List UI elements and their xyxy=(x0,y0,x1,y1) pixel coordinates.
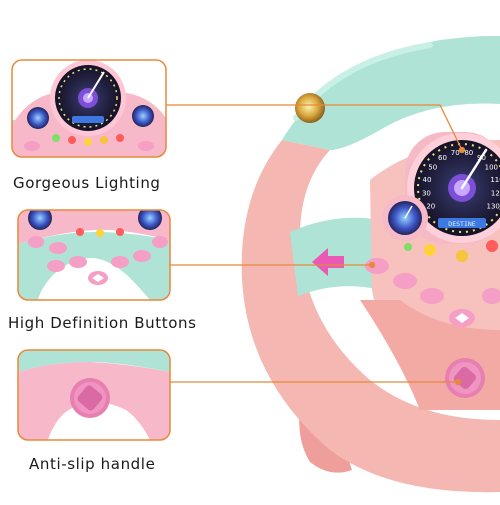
speedometer-readout-text: DESTINE xyxy=(448,220,475,228)
callout-dot-lighting xyxy=(458,146,466,154)
led-amber xyxy=(456,250,468,262)
speedometer-tick-label: 120 xyxy=(491,190,500,198)
arrow-left-icon xyxy=(312,248,344,276)
speedometer-tick-label: 90 xyxy=(477,154,486,162)
speedometer-tick-label: 100 xyxy=(485,164,498,172)
led-yellow xyxy=(424,244,436,256)
speedometer-tick-label: 60 xyxy=(438,154,447,162)
detail-box-lighting xyxy=(11,59,167,158)
horn-light-icon xyxy=(295,93,325,123)
feature-caption-lighting: Gorgeous Lighting xyxy=(13,174,161,192)
callout-dot-handle xyxy=(454,378,462,386)
sound-button-4[interactable] xyxy=(482,288,500,304)
callout-dot-buttons xyxy=(368,261,376,269)
sound-button-1[interactable] xyxy=(365,258,389,274)
callout-line-lighting xyxy=(166,104,463,151)
speedometer-tick-label: 40 xyxy=(423,176,432,184)
ignition-knob[interactable] xyxy=(445,358,485,398)
sound-button-3[interactable] xyxy=(420,288,444,304)
speedometer-tick-label: 30 xyxy=(422,190,431,198)
detail-box-handle xyxy=(17,349,171,441)
speedometer-readout xyxy=(438,218,486,228)
detail-box-buttons xyxy=(17,209,171,301)
wheel-rim-teal xyxy=(282,35,500,151)
speedometer-tick-label: 20 xyxy=(426,203,435,211)
speedometer-tick-label: 80 xyxy=(464,149,473,157)
feature-caption-buttons: High Definition Buttons xyxy=(8,314,197,332)
speedometer-tick-label: 70 xyxy=(451,149,460,157)
bow-icon xyxy=(455,313,469,323)
feature-caption-handle: Anti-slip handle xyxy=(29,455,156,473)
speedometer-tick-label: 110 xyxy=(490,176,500,184)
fuel-dial xyxy=(382,195,428,241)
speedometer-tick-label: 50 xyxy=(428,164,437,172)
turn-signal-button[interactable] xyxy=(312,248,344,276)
wheel-rim-pink xyxy=(241,140,500,493)
sound-button-2[interactable] xyxy=(393,273,417,289)
led-red xyxy=(486,240,498,252)
speedometer-tick-label: 130 xyxy=(487,203,500,211)
callout-lines xyxy=(166,104,466,386)
